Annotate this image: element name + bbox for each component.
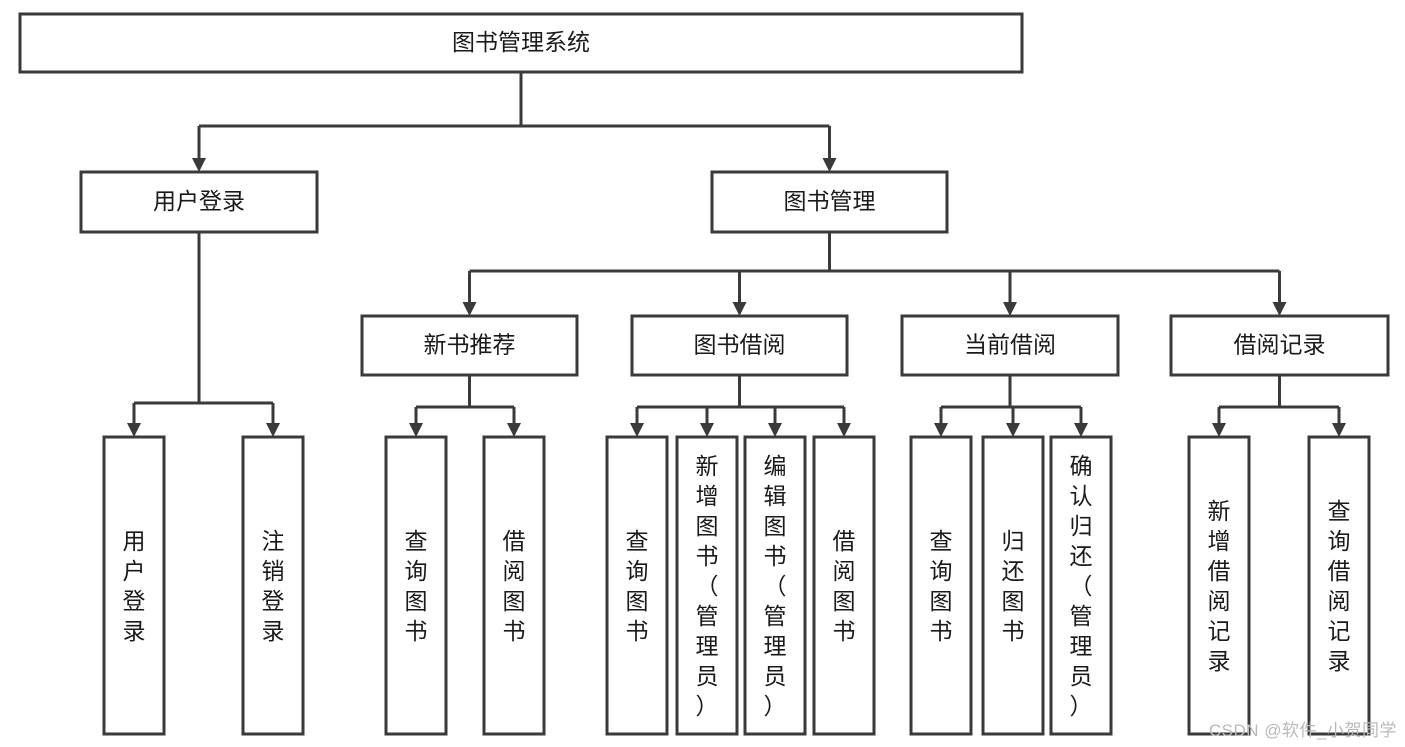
arrowhead-leaf-query-borrow-record xyxy=(1332,423,1346,437)
node-box-leaf-query-book-current xyxy=(909,435,973,736)
node-leaf-borrow-book-rec[interactable]: 借阅图书 xyxy=(482,435,546,736)
node-box-leaf-logout-login xyxy=(241,435,305,736)
node-leaf-query-book-current[interactable]: 查询图书 xyxy=(909,435,973,736)
node-label-leaf-user-login: 用户登录 xyxy=(123,528,146,644)
node-box-user-login xyxy=(79,170,319,234)
node-leaf-add-borrow-record[interactable]: 新增借阅记录 xyxy=(1187,435,1251,736)
arrowhead-leaf-user-login xyxy=(127,423,141,437)
node-borrow-record[interactable]: 借阅记录 xyxy=(1169,314,1390,377)
node-user-login[interactable]: 用户登录 xyxy=(79,170,319,234)
node-box-leaf-query-book-rec xyxy=(384,435,448,736)
arrowhead-leaf-query-book-borrow xyxy=(630,423,644,437)
arrowhead-leaf-borrow-book xyxy=(837,423,851,437)
arrowhead-leaf-borrow-book-rec xyxy=(507,423,521,437)
arrowhead-book-borrow xyxy=(732,302,747,316)
node-box-leaf-confirm-return-admin xyxy=(1049,435,1113,736)
node-label-leaf-edit-book-admin: 编辑图书（管理员） xyxy=(764,453,787,719)
node-label-current-borrow: 当前借阅 xyxy=(964,332,1056,358)
node-box-leaf-borrow-book xyxy=(812,435,876,736)
node-box-leaf-edit-book-admin xyxy=(743,435,807,736)
arrowhead-current-borrow xyxy=(1003,302,1017,316)
arrowhead-leaf-logout-login xyxy=(266,423,280,437)
node-box-leaf-add-borrow-record xyxy=(1187,435,1251,736)
node-book-manage[interactable]: 图书管理 xyxy=(710,170,949,234)
node-label-leaf-query-borrow-record: 查询借阅记录 xyxy=(1328,498,1351,674)
arrowhead-leaf-query-book-current xyxy=(934,423,948,437)
node-leaf-confirm-return-admin[interactable]: 确认归还（管理员） xyxy=(1049,435,1113,736)
node-label-leaf-borrow-book: 借阅图书 xyxy=(833,528,856,644)
node-label-leaf-add-borrow-record: 新增借阅记录 xyxy=(1208,498,1231,674)
node-leaf-query-book-borrow[interactable]: 查询图书 xyxy=(605,435,669,736)
node-box-book-manage xyxy=(710,170,949,234)
node-leaf-logout-login[interactable]: 注销登录 xyxy=(241,435,305,736)
node-label-book-borrow: 图书借阅 xyxy=(694,332,786,358)
connector-edges xyxy=(127,72,1346,437)
node-label-root: 图书管理系统 xyxy=(452,29,590,55)
node-label-leaf-return-book: 归还图书 xyxy=(1002,528,1025,644)
node-book-borrow[interactable]: 图书借阅 xyxy=(630,314,849,377)
node-label-leaf-query-book-rec: 查询图书 xyxy=(405,528,428,644)
arrowhead-new-book-recommend xyxy=(462,302,477,316)
node-leaf-query-borrow-record[interactable]: 查询借阅记录 xyxy=(1307,435,1371,736)
arrowhead-leaf-return-book xyxy=(1006,423,1020,437)
node-label-leaf-query-book-current: 查询图书 xyxy=(930,528,953,644)
node-box-leaf-borrow-book-rec xyxy=(482,435,546,736)
node-box-leaf-query-borrow-record xyxy=(1307,435,1371,736)
arrowhead-borrow-record xyxy=(1272,302,1287,316)
arrowhead-leaf-add-book-admin xyxy=(700,423,714,437)
node-box-current-borrow xyxy=(900,314,1120,377)
node-current-borrow[interactable]: 当前借阅 xyxy=(900,314,1120,377)
node-leaf-return-book[interactable]: 归还图书 xyxy=(981,435,1045,736)
node-box-borrow-record xyxy=(1169,314,1390,377)
node-leaf-edit-book-admin[interactable]: 编辑图书（管理员） xyxy=(743,435,807,736)
node-box-leaf-add-book-admin xyxy=(675,435,739,736)
node-label-new-book-recommend: 新书推荐 xyxy=(424,332,516,358)
arrowhead-user-login xyxy=(192,158,206,172)
node-label-book-manage: 图书管理 xyxy=(784,188,876,214)
arrowhead-book-manage xyxy=(822,158,837,172)
node-label-leaf-logout-login: 注销登录 xyxy=(262,528,285,644)
node-box-book-borrow xyxy=(630,314,849,377)
node-box-new-book-recommend xyxy=(360,314,579,377)
node-label-user-login: 用户登录 xyxy=(153,188,245,214)
node-label-leaf-add-book-admin: 新增图书（管理员） xyxy=(696,453,719,719)
node-boxes: 图书管理系统用户登录图书管理新书推荐图书借阅当前借阅借阅记录用户登录注销登录查询… xyxy=(18,12,1390,736)
node-leaf-borrow-book[interactable]: 借阅图书 xyxy=(812,435,876,736)
csdn-watermark: CSDN @软件_小贺同学 xyxy=(1208,721,1397,740)
node-new-book-recommend[interactable]: 新书推荐 xyxy=(360,314,579,377)
arrowhead-leaf-edit-book-admin xyxy=(768,423,782,437)
node-label-leaf-borrow-book-rec: 借阅图书 xyxy=(503,528,526,644)
node-box-leaf-query-book-borrow xyxy=(605,435,669,736)
node-box-root xyxy=(18,12,1024,74)
node-box-leaf-return-book xyxy=(981,435,1045,736)
arrowhead-leaf-confirm-return-admin xyxy=(1074,423,1088,437)
node-label-leaf-confirm-return-admin: 确认归还（管理员） xyxy=(1070,453,1093,719)
node-leaf-add-book-admin[interactable]: 新增图书（管理员） xyxy=(675,435,739,736)
node-label-leaf-query-book-borrow: 查询图书 xyxy=(626,528,649,644)
node-leaf-query-book-rec[interactable]: 查询图书 xyxy=(384,435,448,736)
node-leaf-user-login[interactable]: 用户登录 xyxy=(102,435,166,736)
node-box-leaf-user-login xyxy=(102,435,166,736)
node-label-borrow-record: 借阅记录 xyxy=(1234,332,1326,358)
node-root[interactable]: 图书管理系统 xyxy=(18,12,1024,74)
arrowhead-leaf-query-book-rec xyxy=(409,423,423,437)
arrowhead-leaf-add-borrow-record xyxy=(1212,423,1226,437)
